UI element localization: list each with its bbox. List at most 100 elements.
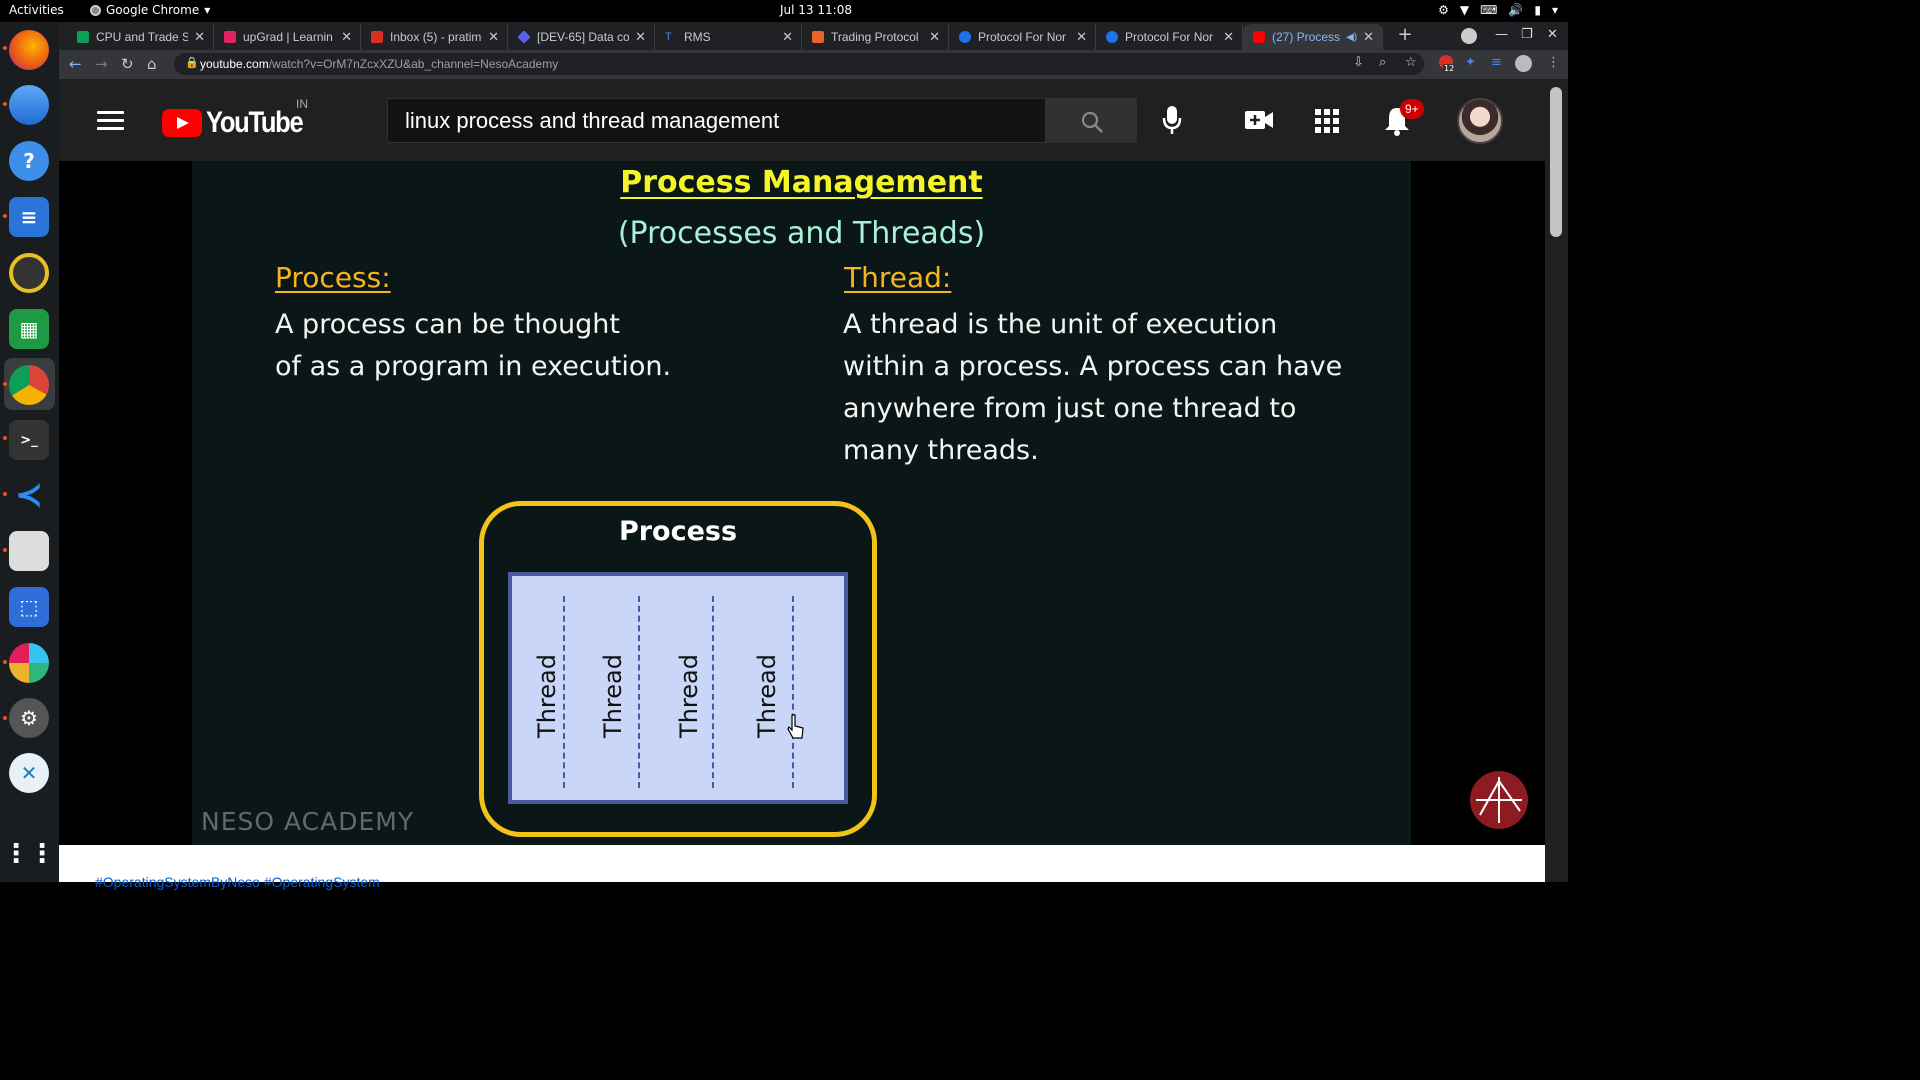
minimize-icon[interactable]: — [1495,27,1508,42]
video-description-area: #OperatingSystemByNeso #OperatingSystem [59,845,1545,890]
hamburger-menu-icon[interactable] [97,111,124,130]
thread-line-divider [563,596,565,788]
screenshot-icon[interactable]: ⬚ [9,587,49,627]
url-host: youtube.com [200,57,269,71]
tab-search-icon[interactable] [1461,28,1477,44]
tab[interactable]: Inbox (5) - pratim ✕ [361,24,508,50]
country-code: IN [296,97,308,111]
close-icon[interactable]: ✕ [1223,29,1234,44]
scrollbar-thumb[interactable] [1550,87,1562,237]
zoom-icon[interactable]: ⌕ [1379,55,1387,70]
power-menu-icon: ▾ [1551,3,1558,17]
profile-avatar-icon[interactable] [1515,55,1532,72]
running-indicator [3,492,7,496]
tab-label: Trading Protocol [831,30,919,44]
tab[interactable]: Trading Protocol ✕ [802,24,949,50]
chrome-icon [90,4,101,16]
window-close-icon[interactable]: ✕ [1547,27,1558,42]
search-button[interactable] [1046,98,1137,143]
close-icon[interactable]: ✕ [488,29,499,44]
close-icon[interactable]: ✕ [635,29,646,44]
youtube-favicon-icon [1253,31,1265,43]
tab[interactable]: Protocol For Nor ✕ [949,24,1096,50]
settings-icon[interactable]: ⚙ [9,698,49,738]
url-text[interactable]: youtube.com/watch?v=OrM7nZcxXZU&ab_chann… [200,57,558,71]
close-icon[interactable]: ✕ [782,29,793,44]
tab[interactable]: [DEV-65] Data co ✕ [508,24,655,50]
slack-icon[interactable] [9,643,49,683]
running-indicator [3,102,7,106]
thread-label: Thread [533,654,561,738]
youtube-logo[interactable]: YouTube IN [162,97,319,140]
thunderbird-icon[interactable] [9,85,49,125]
files-icon[interactable] [9,531,49,571]
tab-strip: CPU and Trade Sc ✕ upGrad | Learnin ✕ In… [59,22,1568,50]
process-line: of as a program in execution. [275,351,672,382]
microphone-icon[interactable] [1162,105,1182,139]
forward-arrow-icon[interactable]: → [95,55,108,73]
search-icon [1081,111,1103,133]
running-indicator [3,214,7,218]
thread-label: Thread [753,654,781,738]
rhythmbox-icon[interactable] [9,253,49,293]
audio-playing-icon[interactable]: ◀) [1346,31,1358,43]
firefox-icon[interactable] [9,30,49,70]
show-apps-icon[interactable]: ⋮⋮ [3,839,55,869]
home-icon[interactable]: ⌂ [147,55,157,73]
address-bar[interactable]: 🔒 youtube.com/watch?v=OrM7nZcxXZU&ab_cha… [174,53,1424,75]
linear-favicon-icon [517,30,531,44]
calc-icon[interactable]: ▦ [9,309,49,349]
new-tab-button[interactable]: + [1397,24,1413,45]
clock[interactable]: Jul 13 11:08 [780,3,852,17]
close-icon[interactable]: ✕ [929,29,940,44]
more-menu-icon[interactable]: ⋮ [1547,55,1560,70]
tab[interactable]: upGrad | Learnin ✕ [214,24,361,50]
close-icon[interactable]: ✕ [341,29,352,44]
video-player[interactable]: Process Management (Processes and Thread… [192,161,1528,845]
tab-label: Protocol For Nor [1125,30,1214,44]
hashtags[interactable]: #OperatingSystemByNeso #OperatingSystem [95,874,380,890]
upgrad-favicon-icon [224,31,236,43]
running-indicator [3,716,7,720]
browser-toolbar: ← → ↻ ⌂ 🔒 youtube.com/watch?v=OrM7nZcxXZ… [59,50,1568,79]
help-icon[interactable]: ? [9,141,49,181]
youtube-wordmark: YouTube [206,106,304,139]
globe-favicon-icon [1106,31,1118,43]
search-input[interactable] [388,99,1045,142]
vscode-icon[interactable]: ≺ [14,475,44,515]
tab[interactable]: CPU and Trade Sc ✕ [67,24,214,50]
bookmark-star-icon[interactable]: ☆ [1405,55,1417,70]
close-icon[interactable]: ✕ [1076,29,1087,44]
reload-icon[interactable]: ↻ [121,55,134,73]
search-box[interactable] [387,98,1046,143]
page-scrollbar[interactable] [1545,79,1568,882]
back-arrow-icon[interactable]: ← [69,55,82,73]
maximize-icon[interactable]: ❐ [1521,27,1533,42]
tab[interactable]: Protocol For Nor ✕ [1096,24,1243,50]
apps-grid-icon[interactable] [1315,109,1339,137]
tab[interactable]: T RMS ✕ [655,24,802,50]
keyboard-icon: ⌨ [1480,3,1498,17]
system-tray[interactable]: ⚙ ▼ ⌨ 🔊 ▮ ▾ [1438,3,1558,17]
tab-active[interactable]: (27) Process M ◀) ✕ [1243,24,1383,50]
lock-icon[interactable]: 🔒 [185,57,199,69]
tab-label: CPU and Trade Sc [96,30,189,44]
chrome-dock-icon[interactable] [9,365,49,405]
create-video-icon[interactable] [1245,110,1273,134]
reading-list-icon[interactable]: ≡ [1491,55,1502,70]
remote-desktop-icon[interactable]: ✕ [9,753,49,793]
tab-label: Inbox (5) - pratim [390,30,482,44]
process-diagram: Process Thread Thread Thread Thread [479,501,877,837]
neso-academy-logo[interactable] [1470,771,1528,829]
writer-icon[interactable]: ≡ [9,197,49,237]
terminal-icon[interactable]: >_ [9,420,49,460]
close-icon[interactable]: ✕ [194,29,205,44]
close-icon[interactable]: ✕ [1363,29,1374,44]
app-menu[interactable]: Google Chrome ▾ [90,3,210,17]
activities-button[interactable]: Activities [9,3,64,17]
caret-down-icon: ▾ [204,3,211,17]
account-avatar[interactable] [1457,98,1503,144]
install-icon[interactable]: ⇩ [1353,55,1364,70]
puzzle-icon[interactable]: ✦ [1465,55,1476,70]
tab-label: Protocol For Nor [978,30,1067,44]
